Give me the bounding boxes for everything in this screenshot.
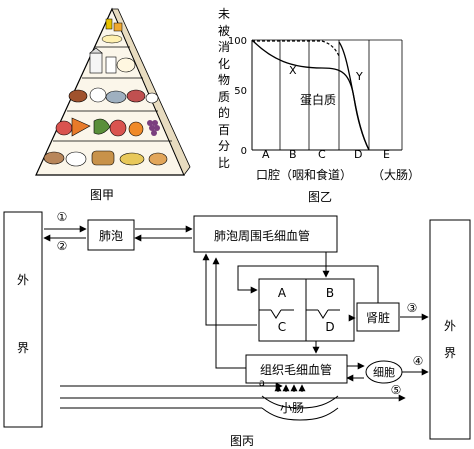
label-x: X: [289, 64, 297, 77]
oil-tier: [101, 18, 123, 44]
ylabel-char: 物: [218, 73, 231, 87]
digestion-chart: 100 50 0 X Y 蛋白质: [228, 36, 403, 157]
small-intestine-label: 小肠: [280, 401, 304, 415]
curve-y-dashed: [252, 40, 340, 57]
ylabel-char: 质: [218, 89, 231, 104]
ytick-0: 0: [241, 146, 247, 157]
ylabel-char: 被: [218, 23, 231, 38]
xtick-a: A: [262, 148, 270, 161]
xlabel-pharynx: （咽和食道）: [280, 168, 353, 182]
circled-2: ②: [57, 239, 68, 253]
dairy-tier: [89, 47, 136, 74]
kidney-box: [356, 302, 400, 332]
tissue-capillaries-box: [245, 354, 348, 384]
label-protein: 蛋白质: [300, 92, 336, 107]
xtick-b: B: [289, 148, 297, 161]
xtick-c: C: [318, 148, 326, 161]
ylabel-char: 的: [218, 106, 231, 120]
xtick-e: E: [383, 148, 390, 161]
alveoli-box: [87, 219, 135, 251]
label-a: a: [259, 378, 265, 389]
ylabel-char: 百: [218, 122, 231, 137]
outside-left-char1: 外: [17, 273, 29, 287]
outside-left-box: [3, 211, 43, 428]
outside-left-char2: 界: [17, 341, 29, 355]
curve-y: [338, 41, 370, 151]
outside-right-char2: 界: [444, 346, 456, 360]
xlabel-mouth: 口腔: [256, 168, 281, 182]
xtick-d: D: [354, 148, 363, 161]
alveoli-label: 肺泡: [99, 229, 123, 243]
ylabel-char: 分: [218, 139, 231, 153]
food-pyramid: [35, 7, 191, 176]
caption-jia: 图甲: [90, 188, 115, 202]
yi-ylabel: 未 被 消 化 物 质 的 百 分 比: [218, 6, 232, 171]
outside-right-box: [429, 219, 471, 440]
outside-right-char1: 外: [444, 319, 456, 333]
circled-5: ⑤: [391, 383, 402, 397]
ytick-100: 100: [228, 36, 247, 47]
chamber-d: D: [325, 320, 334, 334]
chamber-a: A: [278, 286, 287, 300]
label-y: Y: [355, 70, 363, 83]
fruit-veg-tier: [55, 117, 160, 137]
ylabel-char: 比: [218, 155, 231, 170]
cell-label: 细胞: [373, 366, 395, 379]
grain-tier: [43, 150, 168, 167]
caption-yi: 图乙: [308, 190, 333, 204]
chamber-c: C: [278, 320, 286, 334]
circled-4: ④: [413, 354, 424, 368]
ylabel-char: 化: [218, 56, 231, 71]
alveolar-capillaries-box: [193, 215, 338, 253]
xlabel-large-intestine: （大肠）: [372, 168, 421, 182]
meat-tier: [68, 87, 159, 104]
alveolar-capillaries-label: 肺泡周围毛细血管: [214, 228, 310, 243]
tissue-capillaries-label: 组织毛细血管: [260, 362, 332, 377]
caption-bing: 图丙: [230, 434, 255, 448]
circled-1: ①: [57, 210, 68, 224]
circled-3: ③: [407, 301, 418, 315]
ylabel-char: 未: [218, 7, 231, 21]
kidney-label: 肾脏: [366, 310, 390, 325]
ytick-50: 50: [234, 86, 247, 97]
ylabel-char: 消: [218, 40, 231, 54]
chamber-b: B: [326, 286, 334, 300]
